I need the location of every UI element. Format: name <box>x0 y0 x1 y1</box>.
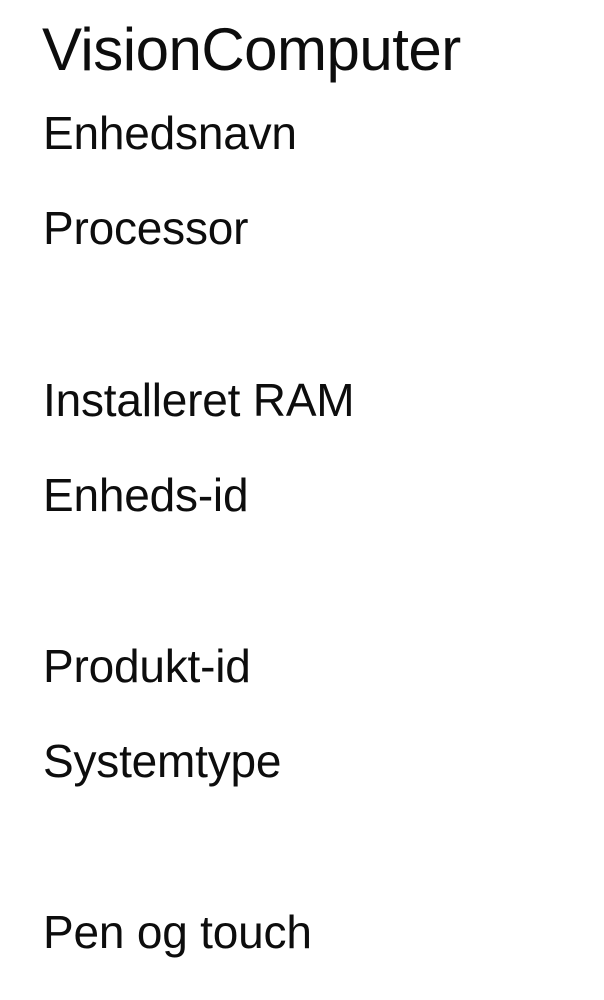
spec-row-device-name: Enhedsnavn <box>0 104 604 166</box>
spec-label-device-name: Enhedsnavn <box>43 107 297 159</box>
spec-row-product-id: Produkt-id <box>0 637 604 699</box>
spec-label-device-id: Enheds-id <box>43 469 249 521</box>
spec-label-installed-ram: Installeret RAM <box>43 374 355 426</box>
spec-label-system-type: Systemtype <box>43 735 282 787</box>
spec-value-spacer <box>0 262 604 337</box>
spec-label-product-id: Produkt-id <box>43 640 251 692</box>
spec-row-pen-and-touch: Pen og touch <box>0 903 604 965</box>
spec-label-processor: Processor <box>43 202 249 254</box>
spec-row-processor: Processor <box>0 199 604 261</box>
spec-value-spacer <box>0 528 604 603</box>
spec-row-installed-ram: Installeret RAM <box>0 371 604 433</box>
spec-value-spacer <box>0 794 604 869</box>
spec-row-device-id: Enheds-id <box>0 466 604 528</box>
spec-row-system-type: Systemtype <box>0 732 604 794</box>
device-name-heading: VisionComputer <box>42 16 461 83</box>
spec-label-pen-and-touch: Pen og touch <box>43 906 312 958</box>
